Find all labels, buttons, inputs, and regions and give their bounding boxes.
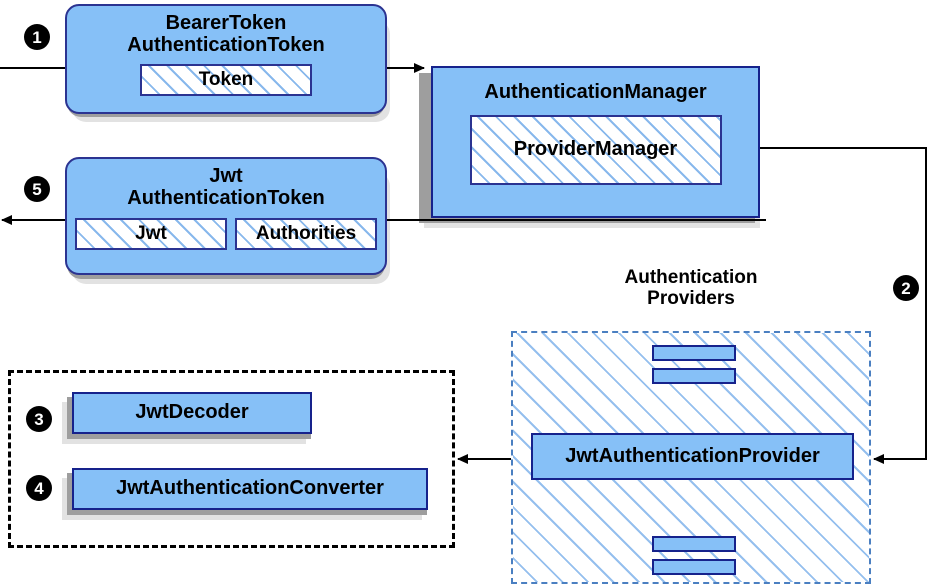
bearer-token-slot-token-label: Token [198,69,254,91]
provider-bar-bottom-lower [652,559,736,575]
hatch-pattern [142,66,310,95]
jwt-authentication-converter-title: JwtAuthenticationConverter [116,477,384,500]
hatch-pattern [237,220,375,249]
step-bullet-5: 5 [24,176,50,202]
jwt-decoder-title: JwtDecoder [135,401,249,424]
group-authentication-providers-label: Authentication Providers [624,267,758,309]
jwt-authentication-token-title: Jwt AuthenticationToken [127,165,325,209]
authentication-manager[interactable]: AuthenticationManager ProviderManager [431,66,760,218]
authentication-manager-title: AuthenticationManager [484,81,707,103]
step-bullet-4: 4 [26,475,52,501]
hatch-pattern [77,220,225,249]
group-jwt-support [8,370,455,548]
jwt-authentication-token-slots: Jwt Authorities [75,218,377,251]
bearer-token-title: BearerToken AuthenticationToken [127,12,325,56]
jwt-authentication-token-slot-jwt[interactable]: Jwt [75,218,227,251]
step-bullet-3: 3 [26,406,52,432]
bearer-token-authentication-token[interactable]: BearerToken AuthenticationToken Token [65,4,387,114]
step-bullet-2: 2 [893,275,919,301]
hatch-pattern [471,116,720,183]
edge-manager-to-provider [760,147,927,464]
jwt-authentication-token[interactable]: Jwt AuthenticationToken Jwt Authorities [65,157,387,275]
step-bullet-1: 1 [24,24,50,50]
jwt-slot-label: Jwt [135,223,167,245]
provider-bar-top-upper [652,345,736,361]
provider-bar-bottom-upper [652,536,736,552]
jwt-authentication-token-slot-authorities[interactable]: Authorities [235,218,377,251]
provider-manager-label: ProviderManager [513,138,678,161]
bearer-token-slot-token[interactable]: Token [140,64,312,97]
jwt-authentication-converter[interactable]: JwtAuthenticationConverter [72,468,428,510]
jwt-authentication-provider-title: JwtAuthenticationProvider [565,444,820,467]
jwt-decoder[interactable]: JwtDecoder [72,392,312,434]
provider-bar-top-lower [652,368,736,384]
authentication-manager-slot-provider-manager[interactable]: ProviderManager [469,114,722,185]
jwt-authentication-provider[interactable]: JwtAuthenticationProvider [531,433,854,480]
authorities-slot-label: Authorities [255,223,357,245]
